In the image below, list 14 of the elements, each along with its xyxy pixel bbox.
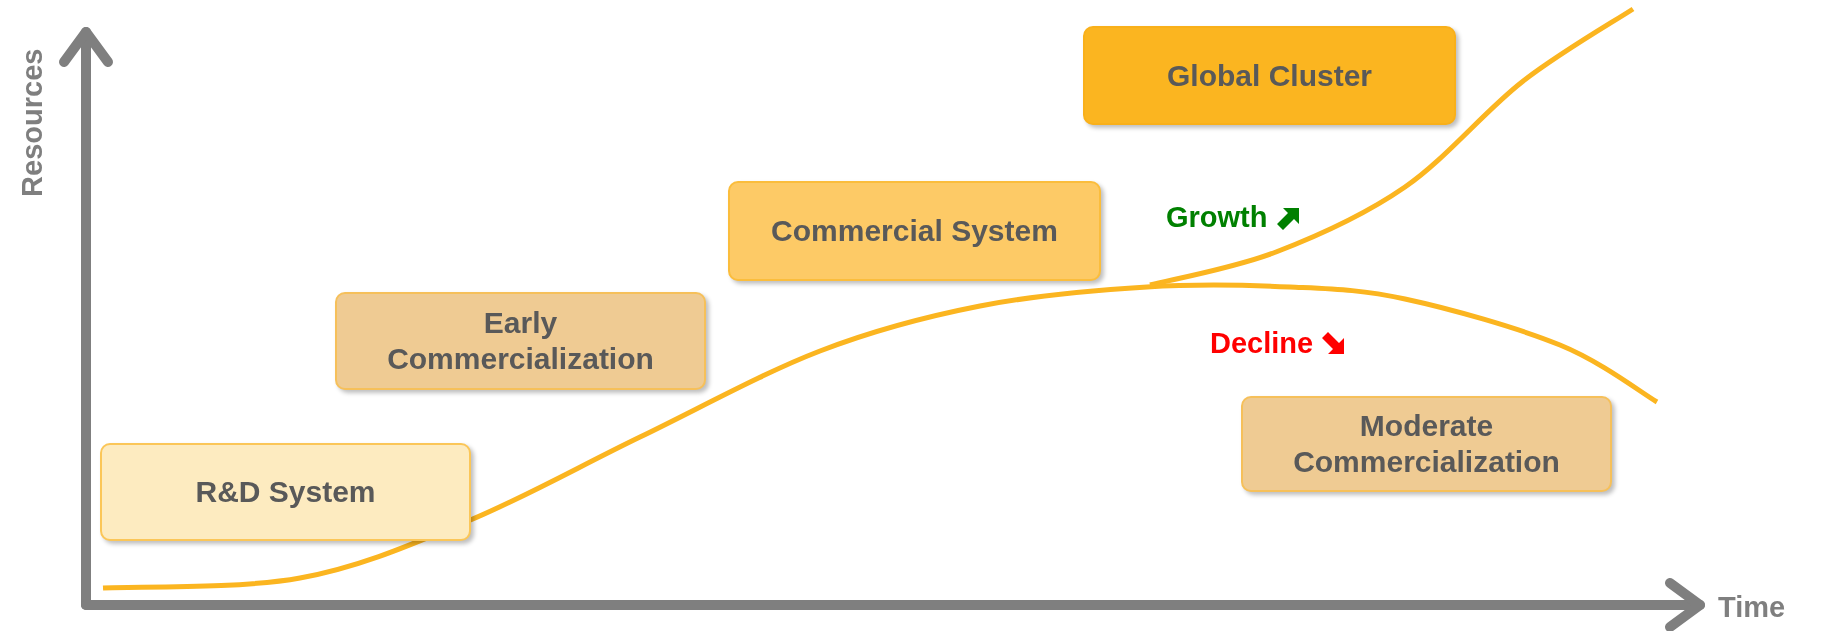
- axis-label: Resources: [15, 48, 50, 197]
- stage-box: [1241, 396, 1612, 492]
- stage-label: Moderate Commercialization: [1292, 408, 1561, 480]
- stage-box: [100, 443, 471, 541]
- stage-label: Global Cluster: [1166, 57, 1372, 94]
- stage-box: [728, 181, 1101, 281]
- stage-label: R&D System: [195, 474, 376, 510]
- trend-label: Decline: [1210, 326, 1314, 361]
- stage-box: [335, 292, 706, 390]
- axis-label: Time: [1718, 590, 1786, 625]
- stage-label: Early Commercialization: [386, 305, 655, 377]
- trend-label: Growth: [1166, 200, 1268, 235]
- stage-box: [1083, 26, 1456, 125]
- stage-label: Commercial System: [771, 213, 1058, 249]
